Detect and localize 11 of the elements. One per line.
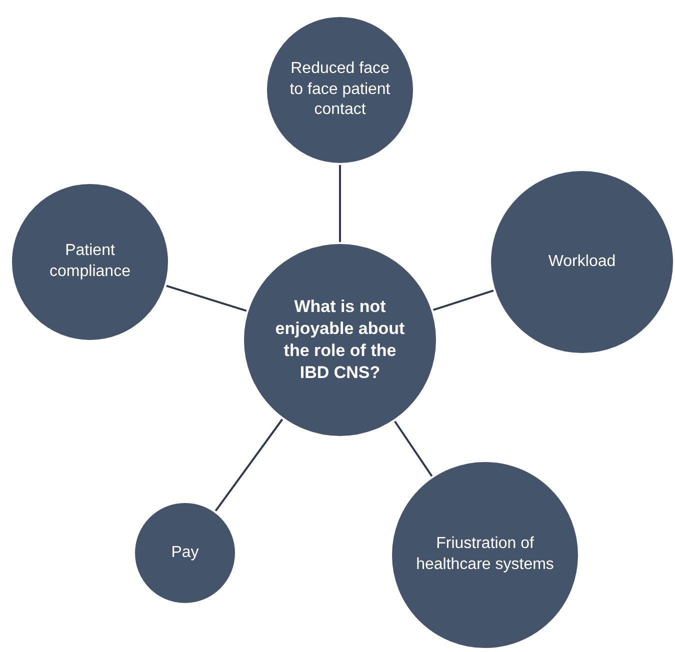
topic-label: Workload [547,252,617,272]
topic-label: Reduced face to face patient contact [288,58,392,120]
topic-label: Friustration of healthcare systems [415,534,555,575]
connector-line [214,418,284,512]
topic-label: Pay [170,542,200,563]
connector-line [166,284,247,312]
topic-label: Patient compliance [48,241,132,282]
connector-line [432,290,494,311]
connector-line [394,420,433,477]
connector-line [339,165,341,242]
central-question: What is not enjoyable about the role of the IBD CNS? [275,296,405,384]
